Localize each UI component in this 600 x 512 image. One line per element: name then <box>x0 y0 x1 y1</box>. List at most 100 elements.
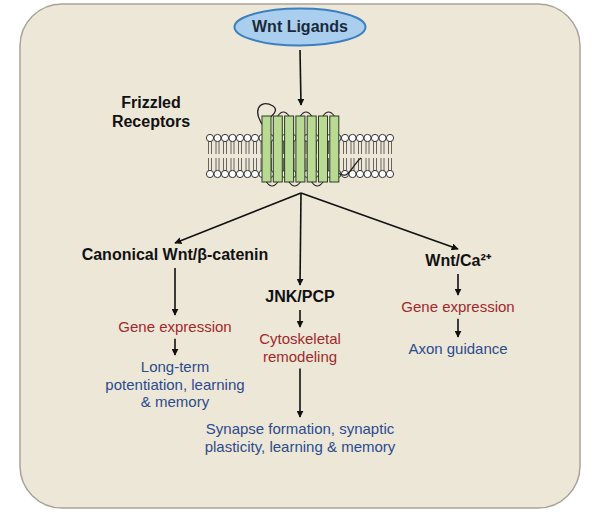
outcome-label-text: Axon guidance <box>383 340 533 358</box>
lipid-tail <box>249 158 250 171</box>
lipid-tail <box>381 158 382 171</box>
arrow-connector <box>174 339 176 355</box>
panel <box>20 4 580 508</box>
lipid-tail <box>241 141 242 154</box>
lipid-tail <box>283 141 284 154</box>
lipid-tail <box>384 141 385 154</box>
lipid-head <box>214 134 221 141</box>
lipid-tail <box>231 141 232 154</box>
lipid-tail <box>261 141 262 154</box>
helix <box>262 116 271 182</box>
lipid-tail <box>256 158 257 171</box>
lipid-tail <box>306 141 307 154</box>
lipid-tail <box>219 158 220 171</box>
lipid-tail <box>238 141 239 154</box>
process-label: Cytoskeletal remodeling <box>245 330 355 365</box>
lipid-head <box>341 134 348 141</box>
pathway-label-text: Canonical Wnt/β-catenin <box>80 246 270 265</box>
lipid-tail <box>361 141 362 154</box>
pathway-label-text: Wnt/Ca²⁺ <box>403 252 513 271</box>
ligand-ellipse-text: Wnt Ligands <box>252 18 348 37</box>
lipid-head <box>251 134 258 141</box>
lipid-tail <box>373 141 374 154</box>
lipid-tail <box>391 141 392 154</box>
outcome-label-text: Synapse formation, synaptic plasticity, … <box>200 420 400 455</box>
lipid-tail <box>249 141 250 154</box>
outcome-label: Synapse formation, synaptic plasticity, … <box>200 420 400 455</box>
lipid-tail <box>369 141 370 154</box>
lipid-head <box>244 170 251 177</box>
lipid-tail <box>226 158 227 171</box>
arrow-connector <box>300 193 301 285</box>
lipid-tail <box>211 141 212 154</box>
outcome-label: Long-term potentiation, learning & memor… <box>100 358 250 411</box>
lipid-tail <box>354 141 355 154</box>
lipid-tail <box>343 141 344 154</box>
loop <box>300 112 311 116</box>
lipid-tail <box>216 158 217 171</box>
lipid-tail <box>256 141 257 154</box>
loop <box>289 182 300 186</box>
lipid-head <box>229 170 236 177</box>
arrow-connector <box>301 193 458 249</box>
lipid-head <box>356 134 363 141</box>
lipid-tail <box>219 141 220 154</box>
lipid-head <box>379 134 386 141</box>
helix <box>319 116 328 182</box>
lipid-tail <box>361 158 362 171</box>
arrow-connector <box>299 310 301 327</box>
lipid-head <box>236 134 243 141</box>
lipid-tail <box>328 158 329 171</box>
lipid-head <box>251 170 258 177</box>
lipid-tail <box>373 158 374 171</box>
lipid-head <box>206 170 213 177</box>
lipid-tail <box>231 158 232 171</box>
lipid-head <box>221 170 228 177</box>
lipid-tail <box>366 158 367 171</box>
lipid-tail <box>208 141 209 154</box>
lipid-tail <box>391 158 392 171</box>
lipid-tail <box>358 141 359 154</box>
process-label: Gene expression <box>100 318 250 336</box>
lipid-head <box>229 134 236 141</box>
lipid-tail <box>343 158 344 171</box>
lipid-head <box>244 134 251 141</box>
lipid-head <box>221 134 228 141</box>
helix <box>285 116 294 182</box>
lipid-head <box>364 170 371 177</box>
lipid-tail <box>246 158 247 171</box>
lipid-tail <box>366 141 367 154</box>
lipid-tail <box>234 141 235 154</box>
lipid-tail <box>208 158 209 171</box>
lipid-tail <box>376 141 377 154</box>
receptor-text: Frizzled Receptors <box>95 94 207 132</box>
lipid-tail <box>211 158 212 171</box>
process-label-text: Gene expression <box>383 298 533 316</box>
pathway-label: Canonical Wnt/β-catenin <box>80 246 270 265</box>
arrow-connector <box>457 319 459 337</box>
arrow-connector <box>174 268 176 315</box>
helix <box>307 116 316 182</box>
lipid-tail <box>376 158 377 171</box>
arrow-connector <box>457 274 459 295</box>
lipid-head <box>364 134 371 141</box>
lipid-tail <box>234 158 235 171</box>
lipid-tail <box>351 141 352 154</box>
ellipse-shape <box>235 9 366 46</box>
lipid-tail <box>241 158 242 171</box>
process-label-text: Gene expression <box>100 318 250 336</box>
c-terminus <box>337 158 361 175</box>
lipid-tail <box>223 158 224 171</box>
lipid-tail <box>369 158 370 171</box>
lipid-tail <box>226 141 227 154</box>
lipid-head <box>236 170 243 177</box>
lipid-tail <box>346 158 347 171</box>
lipid-tail <box>216 141 217 154</box>
lipid-head <box>371 170 378 177</box>
lipid-tail <box>306 158 307 171</box>
process-label: Gene expression <box>383 298 533 316</box>
helix <box>273 116 282 182</box>
loop <box>278 112 289 116</box>
lipid-head <box>356 170 363 177</box>
ligand-ellipse: Wnt Ligands <box>233 7 367 47</box>
